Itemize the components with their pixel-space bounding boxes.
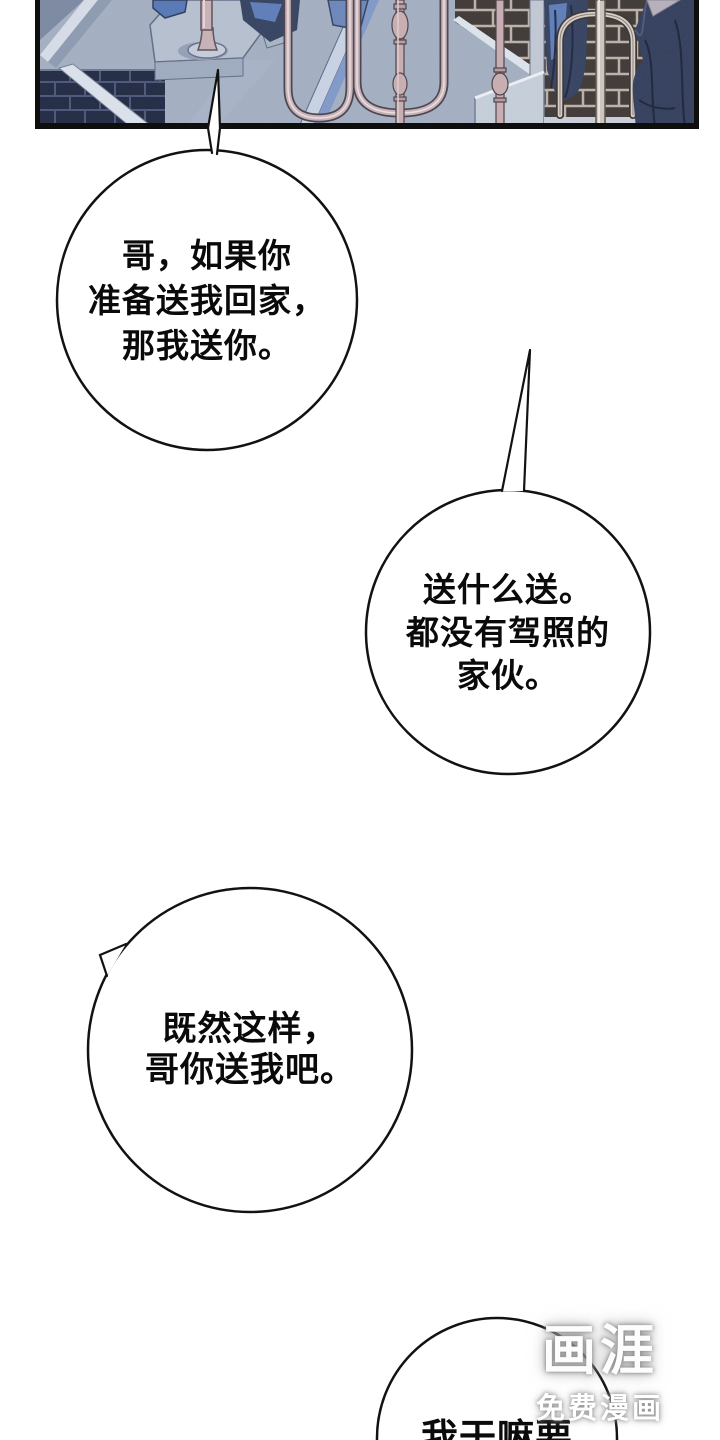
panel-border (35, 0, 699, 129)
bubble-3-text: 既然这样， 哥你送我吧。 (95, 895, 405, 1205)
bubble-4-text: 我干嘛要 (377, 1316, 617, 1440)
bubble-line: 我干嘛要 (421, 1417, 573, 1440)
bubble-line: 既然这样， (162, 1010, 338, 1048)
bubble-2-text: 送什么送。 都没有驾照的 家伙。 (366, 490, 650, 774)
bubble-line: 家伙。 (457, 656, 559, 694)
bubble-1-text: 哥，如果你 准备送我回家， 那我送你。 (57, 150, 357, 450)
bubble-line: 送什么送。 (423, 570, 593, 608)
bubble-tail-2 (500, 348, 532, 493)
bubble-line: 哥你送我吧。 (145, 1051, 355, 1089)
bubble-line: 哥，如果你 (122, 236, 292, 274)
bubble-line: 都没有驾照的 (406, 613, 610, 651)
panel-illustration (35, 0, 699, 129)
bubble-line: 那我送你。 (122, 326, 292, 364)
bubble-line: 准备送我回家， (88, 281, 326, 319)
comic-panel (35, 0, 699, 129)
